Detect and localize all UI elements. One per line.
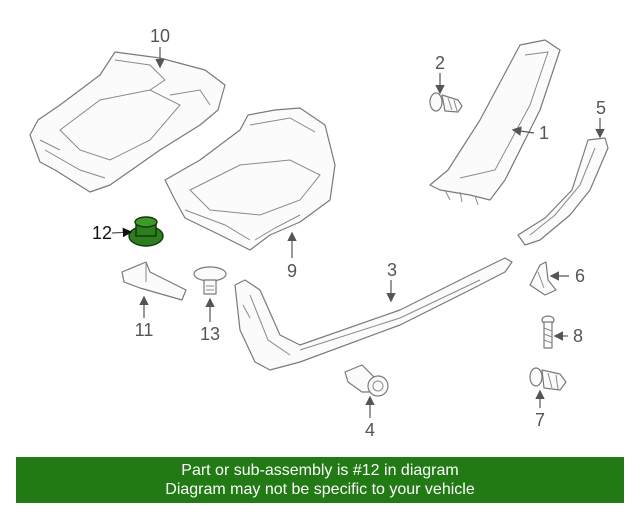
part-12-clip-highlighted — [128, 216, 164, 247]
part-7-clip — [529, 367, 567, 391]
callout-8: 8 — [573, 326, 583, 346]
callout-4: 4 — [365, 420, 375, 440]
part-13-push-pin — [193, 266, 227, 295]
callout-13: 13 — [200, 324, 220, 344]
notice-banner: Part or sub-assembly is #12 in diagram D… — [16, 457, 624, 503]
part-10-rear-floor-mat — [29, 51, 226, 193]
parts-diagram: 10 2 1 5 9 12 3 6 11 13 8 4 7 — [29, 26, 609, 440]
callout-1: 1 — [539, 123, 549, 143]
callout-11: 11 — [135, 320, 154, 340]
part-8-screw — [541, 315, 555, 349]
part-1-pillar-trim — [429, 39, 561, 206]
part-3-sill-plate — [234, 257, 513, 371]
callout-7: 7 — [535, 410, 545, 430]
notice-line-2: Diagram may not be specific to your vehi… — [165, 481, 475, 498]
part-6-clip — [529, 261, 557, 296]
part-5-kick-panel-trim — [517, 137, 609, 246]
callout-6: 6 — [575, 266, 585, 286]
callout-3: 3 — [387, 260, 397, 280]
callout-9: 9 — [287, 261, 297, 281]
part-9-front-floor-mat — [164, 107, 336, 251]
part-4-retainer — [344, 364, 389, 397]
part-11-bracket — [121, 261, 187, 301]
part-2-push-clip — [429, 92, 463, 113]
callout-5: 5 — [596, 98, 606, 118]
callout-10: 10 — [150, 26, 170, 46]
callout-2: 2 — [435, 53, 445, 73]
callout-12: 12 — [92, 223, 112, 243]
notice-line-1: Part or sub-assembly is #12 in diagram — [181, 462, 459, 479]
